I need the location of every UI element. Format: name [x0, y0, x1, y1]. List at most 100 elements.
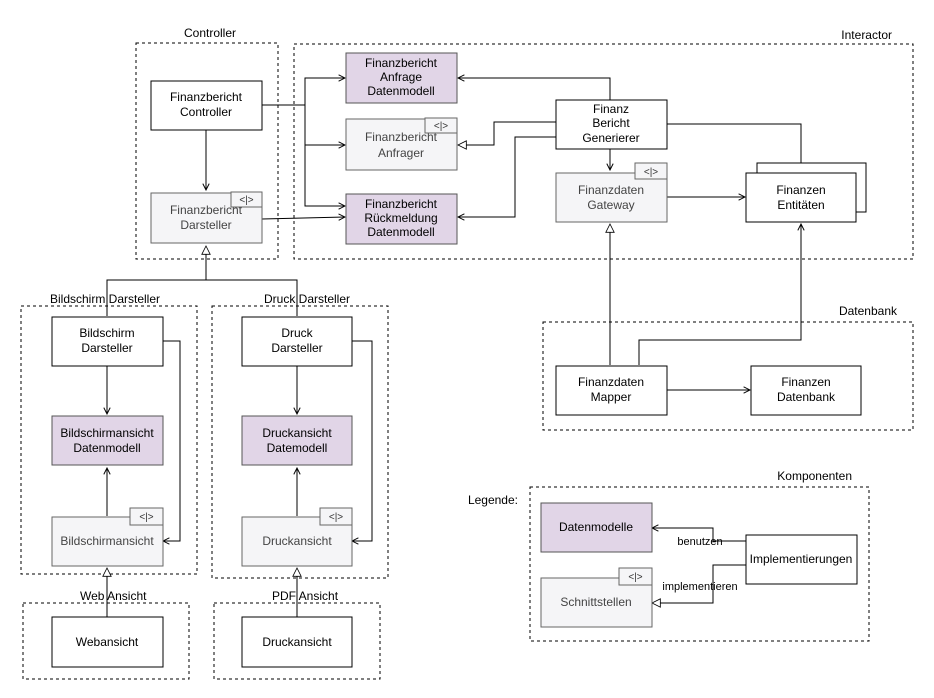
group-interactor: Interactor	[293, 28, 914, 260]
edge-mapper-to-entitaeten	[638, 224, 801, 365]
edges	[107, 78, 801, 620]
interface-marker-icon: <|>	[424, 117, 458, 134]
svg-text:<|>: <|>	[239, 195, 253, 206]
node-label: Finanzdaten	[578, 183, 644, 197]
node-label: Anfrage	[380, 70, 422, 84]
group-label-komponenten: Komponenten	[777, 469, 852, 483]
node-label: Generierer	[582, 131, 639, 145]
node-label: Entitäten	[777, 198, 824, 212]
node-label: Finanzbericht	[170, 203, 243, 217]
group-label-datenbank: Datenbank	[839, 304, 898, 318]
edge-controller-to-anfrager	[262, 104, 345, 145]
svg-text:<|>: <|>	[139, 512, 153, 523]
svg-text:<|>: <|>	[644, 167, 658, 178]
interface-marker-icon: <|>	[319, 507, 353, 526]
node-label: Druckansicht	[262, 635, 332, 649]
node-label: Bildschirm	[79, 326, 134, 340]
svg-text:<|>: <|>	[434, 121, 448, 132]
svg-text:<|>: <|>	[329, 512, 343, 523]
node-druckansicht-pdf: Druckansicht	[241, 616, 353, 668]
node-finanzbericht-rueckmeldung-datenmodell: Finanzbericht Rückmeldung Datenmodell	[345, 193, 458, 245]
group-label-druck-darsteller: Druck Darsteller	[264, 292, 350, 306]
group-label-controller: Controller	[184, 26, 236, 40]
node-label: Finanzen	[776, 183, 825, 197]
node-label: Finanzdaten	[578, 375, 644, 389]
node-label: Datenbank	[777, 390, 836, 404]
node-finanz-bericht-generierer: Finanz Bericht Generierer	[555, 99, 668, 150]
group-controller: Controller	[135, 26, 279, 260]
legend-implementierungen: Implementierungen	[745, 534, 858, 585]
node-label: Finanzen	[781, 375, 830, 389]
edge-controller-to-anfrage-datenmodell	[262, 78, 345, 106]
group-pdf-ansicht: PDF Ansicht	[213, 589, 381, 680]
node-label: Datenmodell	[367, 225, 434, 239]
interface-marker-icon: <|>	[129, 507, 164, 526]
node-bildschirmansicht-datenmodell: Bildschirmansicht Datenmodell	[51, 415, 164, 466]
edge-bildschirm-darsteller-to-ansicht	[163, 340, 181, 541]
group-komponenten: Komponenten	[529, 469, 870, 642]
edge-generierer-to-anfrage-datenmodell	[458, 78, 611, 100]
node-finanzdaten-gateway: Finanzdaten Gateway <|>	[555, 162, 668, 223]
node-bildschirm-darsteller: Bildschirm Darsteller	[51, 316, 164, 367]
node-label: Darsteller	[81, 341, 132, 355]
edge-druck-darsteller-to-ansicht	[352, 340, 373, 541]
node-finanzbericht-darsteller: Finanzbericht Darsteller <|>	[150, 191, 263, 244]
node-label: Bildschirmansicht	[60, 426, 154, 440]
node-label: Bericht	[592, 116, 630, 130]
edge-generierer-to-rueckmeldung	[458, 136, 556, 217]
node-label: Mapper	[591, 390, 632, 404]
group-label-web-ansicht: Web Ansicht	[80, 589, 147, 603]
interface-marker-icon: <|>	[634, 162, 668, 180]
edge-legend-implementieren	[652, 564, 746, 603]
legend-title: Legende:	[468, 493, 518, 507]
node-finanzbericht-controller: Finanzbericht Controller	[150, 80, 263, 131]
legend-label: Implementierungen	[750, 552, 853, 566]
node-label: Finanzbericht	[365, 56, 438, 70]
node-label: Druck	[281, 326, 313, 340]
node-label: Darsteller	[180, 218, 231, 232]
group-label-bildschirm-darsteller: Bildschirm Darsteller	[50, 292, 160, 306]
node-druckansicht-datemodell: Druckansicht Datemodell	[241, 415, 353, 466]
node-label: Datenmodell	[367, 84, 434, 98]
group-druck-darsteller: Druck Darsteller	[211, 292, 389, 579]
node-finanzbericht-anfrager: Finanzbericht Anfrager <|>	[345, 117, 458, 171]
legend-label: Datenmodelle	[559, 520, 633, 534]
edge-presenters-bus	[106, 279, 298, 316]
node-webansicht: Webansicht	[51, 616, 164, 668]
node-druckansicht-interface: Druckansicht <|>	[241, 507, 353, 567]
node-label: Darsteller	[271, 341, 322, 355]
group-datenbank: Datenbank	[542, 304, 914, 431]
node-finanzbericht-anfrage-datenmodell: Finanzbericht Anfrage Datenmodell	[345, 52, 458, 104]
node-label: Druckansicht	[262, 426, 332, 440]
legend-datenmodelle: Datenmodelle	[540, 502, 653, 553]
node-label: Druckansicht	[262, 534, 332, 548]
node-label: Gateway	[587, 198, 634, 212]
legend-edge-label-implementieren: implementieren	[662, 581, 737, 593]
node-finanzen-datenbank: Finanzen Datenbank	[750, 365, 862, 416]
node-label: Bildschirmansicht	[60, 534, 154, 548]
node-finanzen-entitaeten: Finanzen Entitäten	[745, 162, 867, 223]
group-label-pdf-ansicht: PDF Ansicht	[272, 589, 339, 603]
group-label-interactor: Interactor	[841, 28, 892, 42]
edge-darsteller-to-rueckmeldung	[261, 217, 345, 219]
node-label: Datemodell	[267, 441, 328, 455]
svg-text:<|>: <|>	[628, 572, 642, 583]
node-label: Anfrager	[378, 146, 424, 160]
edge-legend-benutzen	[652, 528, 746, 542]
node-bildschirmansicht: Bildschirmansicht <|>	[51, 507, 164, 567]
group-web-ansicht: Web Ansicht	[22, 589, 190, 680]
legend-label: Schnittstellen	[560, 595, 631, 609]
node-label: Finanz	[593, 102, 629, 116]
node-label: Finanzbericht	[365, 130, 438, 144]
node-label: Finanzbericht	[170, 90, 243, 104]
node-label: Finanzbericht	[365, 197, 438, 211]
interface-marker-icon: <|>	[230, 191, 263, 208]
node-label: Datenmodell	[73, 441, 140, 455]
edge-generierer-to-entitaeten	[667, 123, 801, 170]
group-bildschirm-darsteller: Bildschirm Darsteller	[20, 292, 198, 575]
edge-generierer-implements-anfrager	[458, 121, 556, 145]
node-druck-darsteller: Druck Darsteller	[241, 316, 353, 367]
node-label: Controller	[180, 105, 232, 119]
legend-schnittstellen: Schnittstellen <|>	[540, 567, 653, 628]
